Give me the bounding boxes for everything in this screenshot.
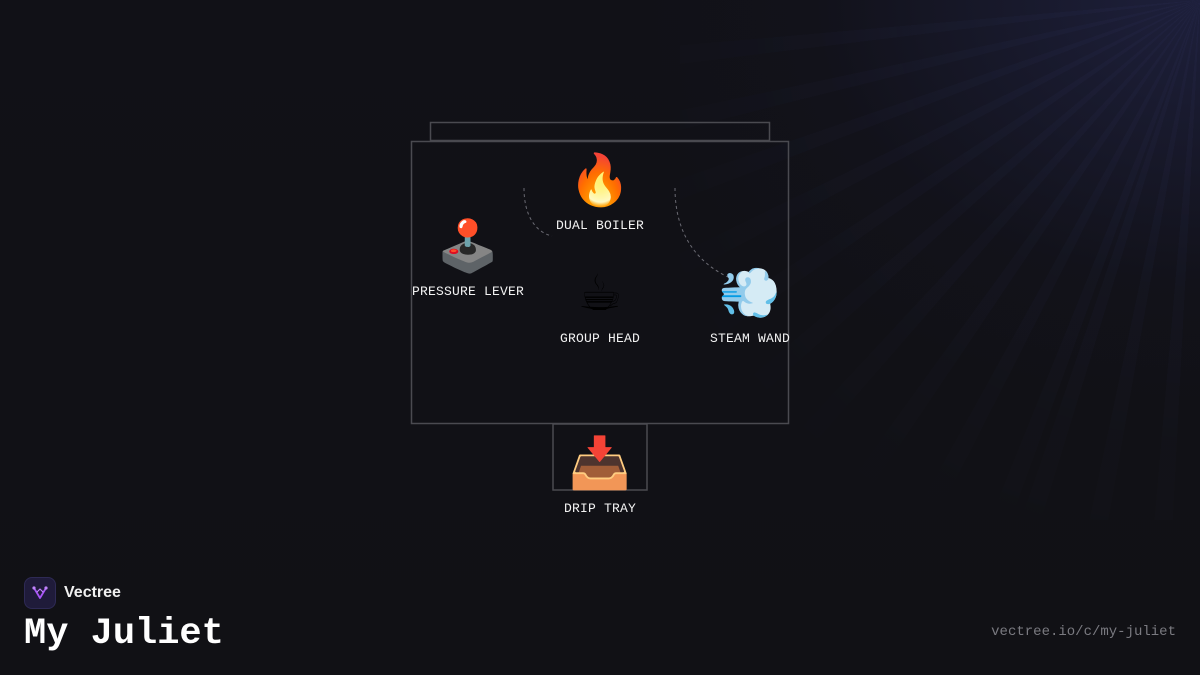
node-group-head: ☕ GROUP HEAD [530,265,670,346]
machine-top-cap [429,121,771,142]
brand: Vectree [24,577,121,609]
background-rays [680,0,1200,520]
node-label: DUAL BOILER [555,218,644,233]
node-steam-wand: 💨 STEAM WAND [680,265,820,346]
brand-name: Vectree [64,584,121,601]
hot-beverage-icon: ☕ [577,264,623,322]
node-label: DRIP TRAY [563,501,636,516]
vectree-logo-icon [24,577,56,609]
node-label: GROUP HEAD [559,331,640,346]
node-dual-boiler: 🔥 DUAL BOILER [530,152,670,233]
node-label: PRESSURE LEVER [411,284,525,299]
joystick-icon: 🕹️ [436,217,500,275]
connector-boiler-to-lever [523,187,553,237]
node-drip-tray: 📥 DRIP TRAY [530,435,670,516]
inbox-tray-icon: 📥 [568,434,632,492]
dash-steam-icon: 💨 [718,264,782,322]
page-title: My Juliet [24,613,224,655]
share-url[interactable]: vectree.io/c/my-juliet [991,624,1176,640]
drip-tray-box [552,423,648,491]
node-label: STEAM WAND [709,331,790,346]
connector-boiler-to-steam-wand [674,187,731,279]
node-pressure-lever: 🕹️ PRESSURE LEVER [398,218,538,299]
fire-icon: 🔥 [568,151,632,209]
